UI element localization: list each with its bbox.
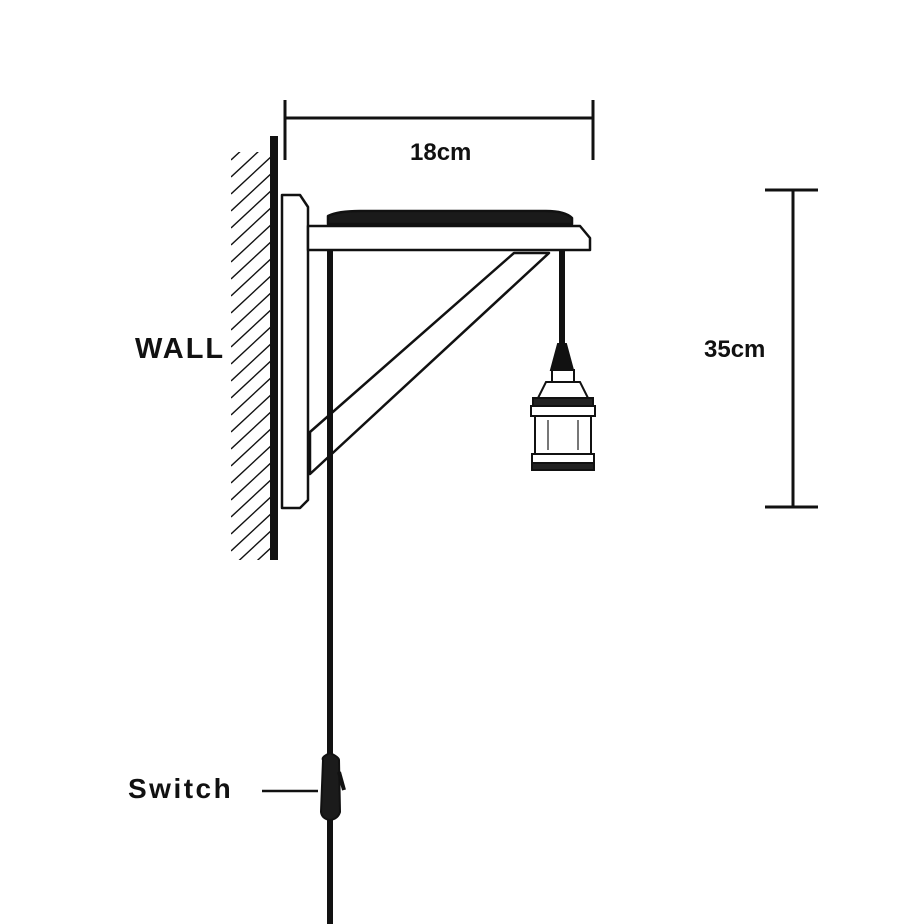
hatch-line [231,391,274,433]
hatch-line [231,442,274,484]
hatch-line [231,425,274,467]
hatch-line [231,510,274,552]
hatch-line [231,408,274,450]
socket-body [534,415,592,455]
hatch-line [231,357,274,399]
hatch-line [231,493,274,535]
wall-hatching [231,152,274,560]
hatch-line [231,187,274,229]
hatch-line [231,170,274,212]
height-dimension [765,188,818,509]
hatch-line [231,204,274,246]
hatch-line [231,306,274,348]
bracket-back-plate [280,193,310,510]
bracket-top-rim [326,209,574,226]
switch-label: Switch [128,773,234,804]
socket-cap [551,369,575,383]
hatch-line [238,527,274,560]
lamp-socket [530,250,596,471]
socket-band-top [532,397,594,407]
hatch-line [231,459,274,501]
socket-band [530,405,596,417]
socket-base-bottom [531,462,595,471]
hatch-line [231,323,274,365]
width-dimension [283,100,595,160]
hatch-line [231,374,274,416]
hatch-line [231,238,274,280]
hatch-line [231,153,274,195]
hatch-line [231,476,274,518]
socket-shoulder [536,381,590,399]
hatch-line [231,221,274,263]
width-label: 18cm [410,139,472,166]
bracket-top-arm [306,224,592,252]
wooden-bracket [280,193,592,510]
hatch-line [231,255,274,297]
height-label: 35cm [704,336,766,363]
socket-strain-relief [549,343,575,371]
hatch-line [231,152,241,161]
hatch-line [231,289,274,331]
inline-switch [262,751,346,822]
hatch-line [256,544,274,560]
hatch-line [231,152,259,178]
hatch-line [231,340,274,382]
wall-label: WALL [135,333,226,365]
hatch-line [231,272,274,314]
bracket-diagonal-arm [308,251,551,476]
socket-base [531,453,595,464]
